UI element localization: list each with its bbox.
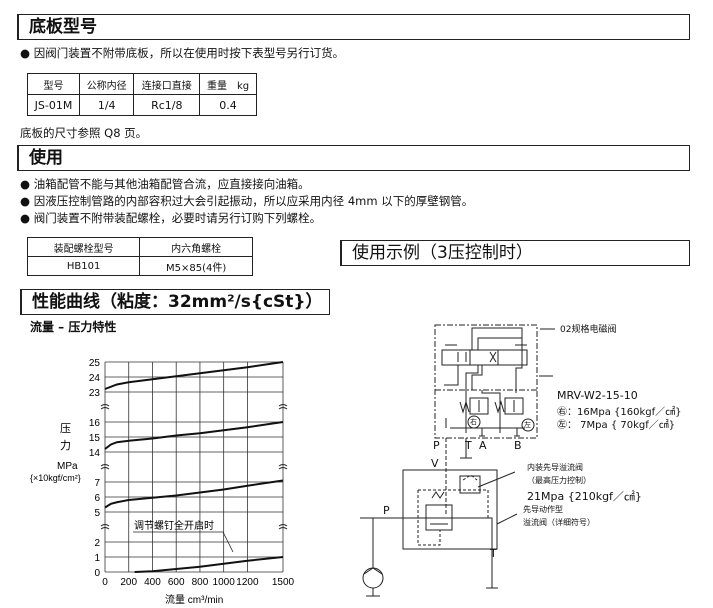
cell-model: JS-01M	[27, 94, 80, 116]
x-tick-label: 200	[120, 577, 137, 588]
y-tick-label: 15	[89, 433, 101, 444]
usage-bullet: ● 油箱配管不能与其他油箱配管合流，应直接接向油箱。	[20, 177, 310, 191]
cell-port: Rc1/8	[133, 94, 201, 116]
cell-hex-bolt: M5×85(4件)	[139, 256, 253, 276]
usage-bullet: ● 阀门装置不附带装配螺栓，必要时请另行订购下列螺栓。	[20, 211, 322, 225]
directional-valve-symbol	[441, 349, 528, 366]
axis-break-mark	[100, 464, 110, 470]
annotation-leader	[133, 531, 234, 553]
axis-break-mark	[278, 524, 288, 530]
port-t: T	[465, 439, 472, 452]
y-tick-label: 14	[89, 448, 101, 459]
y-axis-label: 压	[60, 422, 71, 435]
dimension-note: 底板的尺寸参照 Q8 页。	[20, 126, 148, 140]
cell-bolt-model: HB101	[26, 256, 141, 276]
x-tick-label: 400	[144, 577, 161, 588]
y-tick-label: 6	[94, 493, 100, 504]
section-title-subplate: 底板型号	[17, 14, 690, 40]
y-tick-label: 23	[89, 388, 101, 399]
axis-break-mark	[100, 524, 110, 530]
port-v: V	[431, 457, 439, 470]
y-tick-label: 5	[94, 508, 100, 519]
x-tick-label: 0	[102, 577, 108, 588]
label-pilot-operated: 先导动作型	[523, 505, 563, 514]
x-tick-label: 1200	[236, 577, 259, 588]
axis-break-mark	[278, 404, 288, 410]
x-tick-label: 1000	[213, 577, 236, 588]
y-tick-label: 1	[94, 553, 100, 564]
label-relief-detail: 溢流阀（详细符号）	[523, 518, 595, 527]
y-tick-label: 7	[94, 478, 100, 489]
left-mark-label: 左	[524, 421, 531, 429]
section-title-example: 使用示例（3压控制时）	[340, 240, 690, 266]
section-title-usage: 使用	[17, 145, 690, 171]
reducing-valve-left	[504, 397, 524, 415]
y-axis-label: 力	[60, 439, 71, 452]
y-tick-label: 2	[94, 538, 100, 549]
solenoid-valve-boundary	[434, 324, 538, 439]
subplate-note-bullet: ● 因阀门装置不附带底板，所以在使用时按下表型号另行订货。	[20, 46, 345, 60]
x-axis-label: 流量 cm³/min	[165, 593, 223, 606]
y-axis-label: {×10kgf/cm²}	[30, 473, 81, 483]
label-pilot-pressure: 21Mpa {210kgf／㎠}	[527, 490, 642, 503]
reducing-valve-right	[469, 397, 489, 415]
left-mark	[521, 418, 535, 432]
chart-annotation: 调节螺钉全开启时	[134, 519, 214, 532]
label-right-pressure: ㊨：16Mpa {160kgf／㎠}	[557, 407, 682, 418]
pump-symbol	[362, 567, 384, 589]
port-a: A	[479, 439, 487, 452]
series-line-全开启	[134, 556, 284, 573]
y-tick-label: 25	[89, 358, 101, 369]
chart-subtitle: 流量 – 压力特性	[30, 320, 117, 334]
label-max-pressure: （最高压力控制）	[527, 476, 591, 485]
label-solenoid-valve: 02规格电磁阀	[560, 325, 617, 335]
y-axis-label: MPa	[57, 461, 78, 472]
relief-valve-boundary	[402, 469, 498, 550]
x-tick-label: 800	[192, 577, 209, 588]
x-tick-label: 600	[168, 577, 185, 588]
usage-bullet: ● 因液压控制管路的内部容积过大会引起振动，所以应采用内径 4mm 以下的厚壁钢…	[20, 194, 474, 208]
y-tick-label: 24	[89, 373, 101, 384]
label-model: MRV-W2-15-10	[557, 389, 638, 402]
cell-weight: 0.4	[199, 94, 257, 116]
series-line-7MPa	[104, 479, 284, 509]
port-b: B	[514, 439, 522, 452]
port-t-main: T	[490, 547, 497, 560]
x-tick-label: 1500	[272, 577, 295, 588]
port-p-main: P	[383, 504, 390, 517]
series-line-25MPa	[104, 361, 284, 390]
pilot-relief-symbol	[459, 475, 481, 494]
y-tick-label: 16	[89, 418, 101, 429]
label-pilot-relief: 内装先导溢流阀	[527, 463, 583, 472]
series-line-16MPa	[104, 421, 284, 450]
port-p: P	[433, 439, 440, 452]
axis-break-mark	[100, 404, 110, 410]
right-mark-label: 右	[470, 418, 477, 426]
cell-diameter: 1/4	[78, 94, 135, 116]
axis-break-mark	[278, 464, 288, 470]
label-left-pressure: ㊧： 7Mpa { 70kgf／㎠}	[557, 420, 676, 431]
y-tick-label: 0	[94, 568, 100, 579]
hydraulic-circuit-diagram	[360, 324, 555, 597]
section-title-performance: 性能曲线（粘度：32mm²/s{cSt}）	[20, 289, 330, 315]
